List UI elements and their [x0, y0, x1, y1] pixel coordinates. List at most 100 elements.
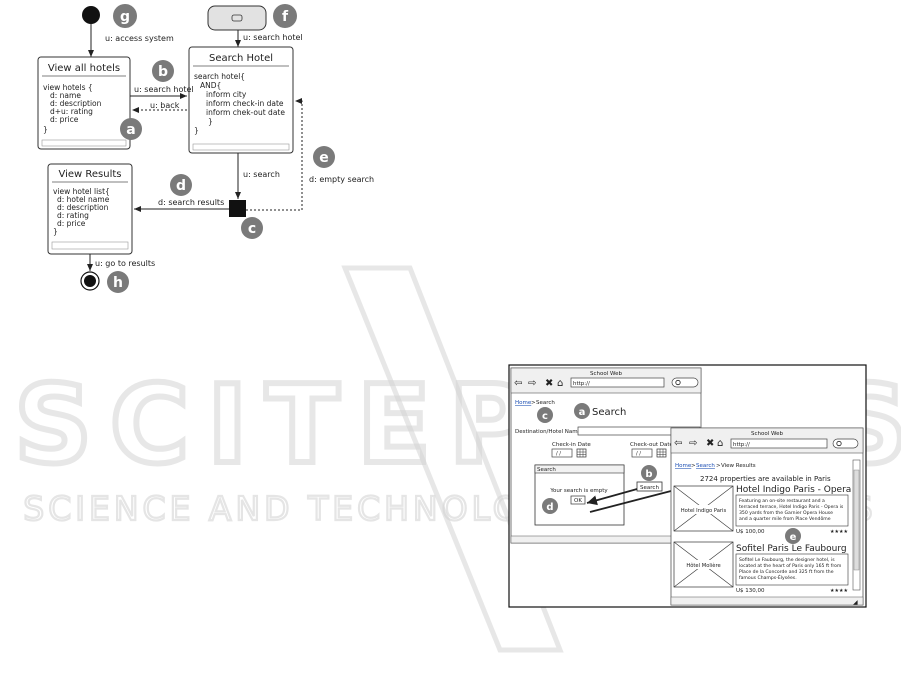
hotel-price: U$ 100,00	[736, 529, 765, 535]
badge-b: b	[645, 469, 652, 480]
checkout-input[interactable]	[631, 448, 653, 458]
state-line: d: price	[50, 115, 79, 124]
hotel-description: Place de la Concorde and 325 ft from the	[739, 569, 834, 575]
transition-label-go: u: go to results	[95, 259, 155, 268]
state-line: inform chek-out date	[206, 108, 285, 117]
transition-label-search-top: u: search hotel	[243, 33, 303, 42]
badge-g: g	[120, 9, 130, 25]
hotel-stars: ★★★★	[830, 588, 848, 594]
resize-grip-icon[interactable]: ◢	[853, 599, 858, 606]
search-button[interactable]	[636, 481, 663, 492]
breadcrumb-home[interactable]: Home	[675, 463, 692, 469]
transition-label-results: d: search results	[158, 198, 224, 207]
url-text: http://	[733, 442, 750, 448]
hotel-description: famous Champs-Élysées.	[739, 573, 797, 581]
breadcrumb-search[interactable]: Search	[696, 463, 715, 469]
close-icon[interactable]: ✖	[545, 378, 553, 389]
scrollbar-thumb[interactable]	[853, 469, 860, 571]
hotel-image-label: Hôtel Molière	[686, 562, 720, 569]
browser-title: School Web	[590, 371, 623, 377]
hotel-name[interactable]: Hotel Indigo Paris - Opera	[736, 485, 851, 495]
transition-label-back: u: back	[150, 101, 180, 110]
list-item[interactable]: Hôtel Molière Sofitel Paris Le Faubourg …	[673, 541, 848, 594]
badge-a: a	[126, 122, 135, 138]
state-line: d: name	[50, 91, 81, 100]
empty-search-dialog: Search Your search is empty OK	[534, 464, 625, 526]
destination-label: Destination/Hotel Name	[515, 429, 582, 435]
state-line: d: rating	[57, 211, 89, 220]
state-line: d: hotel name	[57, 195, 110, 204]
hotel-price: U$ 130,00	[736, 588, 765, 594]
initial-state-dot	[82, 6, 100, 24]
forward-arrow-icon[interactable]: ⇨	[528, 378, 536, 389]
hotel-name[interactable]: Sofitel Paris Le Faubourg	[736, 544, 847, 554]
hotel-description: Featuring an on-site restaurant and a	[739, 498, 825, 504]
breadcrumb-sep: >	[531, 400, 536, 406]
state-line: d+u: rating	[50, 107, 93, 116]
state-line: }	[208, 117, 213, 126]
checkout-value: / /	[636, 451, 641, 457]
badge-e: e	[319, 150, 329, 166]
breadcrumb-sep: >	[691, 463, 696, 469]
hotel-description: 350 yards from the Garnier Opera House	[739, 510, 833, 516]
final-state-inner	[84, 275, 96, 287]
state-line: AND{	[200, 81, 221, 90]
checkout-label: Check-out Date	[630, 442, 674, 448]
back-arrow-icon[interactable]: ⇦	[674, 438, 682, 449]
checkin-value: / /	[556, 451, 561, 457]
breadcrumb-current: Search	[536, 400, 555, 406]
state-line: d: description	[50, 99, 102, 108]
calendar-icon[interactable]	[576, 448, 587, 458]
calendar-icon[interactable]	[656, 448, 667, 458]
badge-a: a	[579, 407, 586, 418]
hotel-stars: ★★★★	[830, 529, 848, 535]
mockup-results-window: School Web ⇦ ⇨ ✖ ⌂ http:// Home > Search…	[670, 427, 864, 606]
search-heading: Search	[592, 407, 626, 418]
back-arrow-icon[interactable]: ⇦	[514, 378, 522, 389]
state-title: View all hotels	[48, 63, 120, 74]
state-line: search hotel{	[194, 72, 245, 81]
decision-node	[229, 200, 246, 217]
state-title: Search Hotel	[209, 53, 273, 64]
state-line: inform city	[206, 90, 247, 99]
hotel-description: terraced terrace, Hotel Indigo Paris - O…	[739, 504, 844, 510]
results-summary: 2724 properties are available in Paris	[700, 475, 831, 483]
badge-h: h	[113, 275, 123, 291]
search-button-label: Search	[640, 485, 659, 491]
state-line: }	[43, 125, 48, 134]
hotel-description: and a quarter mile from Place Vendôme	[739, 515, 831, 522]
list-item[interactable]: Hotel Indigo Paris Hotel Indigo Paris - …	[673, 485, 851, 535]
state-line: d: price	[57, 219, 86, 228]
checkin-input[interactable]	[551, 448, 573, 458]
hotel-image-label: Hotel Indigo Paris	[681, 508, 727, 514]
state-search-hotel: Search Hotel search hotel{ AND{ inform c…	[188, 46, 294, 154]
badge-c: c	[542, 411, 548, 422]
state-view-results: View Results view hotel list{ d: hotel n…	[47, 163, 133, 255]
dialog-message: Your search is empty	[549, 488, 608, 494]
url-input[interactable]	[570, 377, 665, 388]
badge-b: b	[158, 64, 168, 80]
state-line: d: description	[57, 203, 109, 212]
close-icon[interactable]: ✖	[706, 438, 714, 449]
breadcrumb-current: View Results	[721, 463, 756, 469]
forward-arrow-icon[interactable]: ⇨	[689, 438, 697, 449]
breadcrumb-sep: >	[716, 463, 721, 469]
url-input[interactable]	[730, 438, 828, 449]
home-icon[interactable]: ⌂	[557, 378, 563, 389]
start-button-node	[207, 5, 267, 31]
hotel-description: located at the heart of Paris only 165 f…	[739, 563, 842, 569]
badge-d: d	[176, 178, 186, 194]
dialog-ok-button[interactable]	[570, 495, 586, 505]
home-icon[interactable]: ⌂	[717, 438, 723, 449]
breadcrumb-home[interactable]: Home	[515, 400, 532, 406]
dialog-ok-label: OK	[574, 498, 582, 504]
badge-f: f	[282, 9, 289, 25]
mockup-panel: School Web ⇦ ⇨ ✖ ⌂ http:// Home > Search…	[508, 364, 867, 608]
search-icon	[675, 379, 681, 386]
watermark-triangle-shape	[341, 265, 564, 653]
rounded-rect-icon	[231, 14, 243, 22]
state-title: View Results	[58, 169, 121, 180]
badge-d: d	[546, 502, 553, 513]
badge-e: e	[790, 532, 797, 543]
